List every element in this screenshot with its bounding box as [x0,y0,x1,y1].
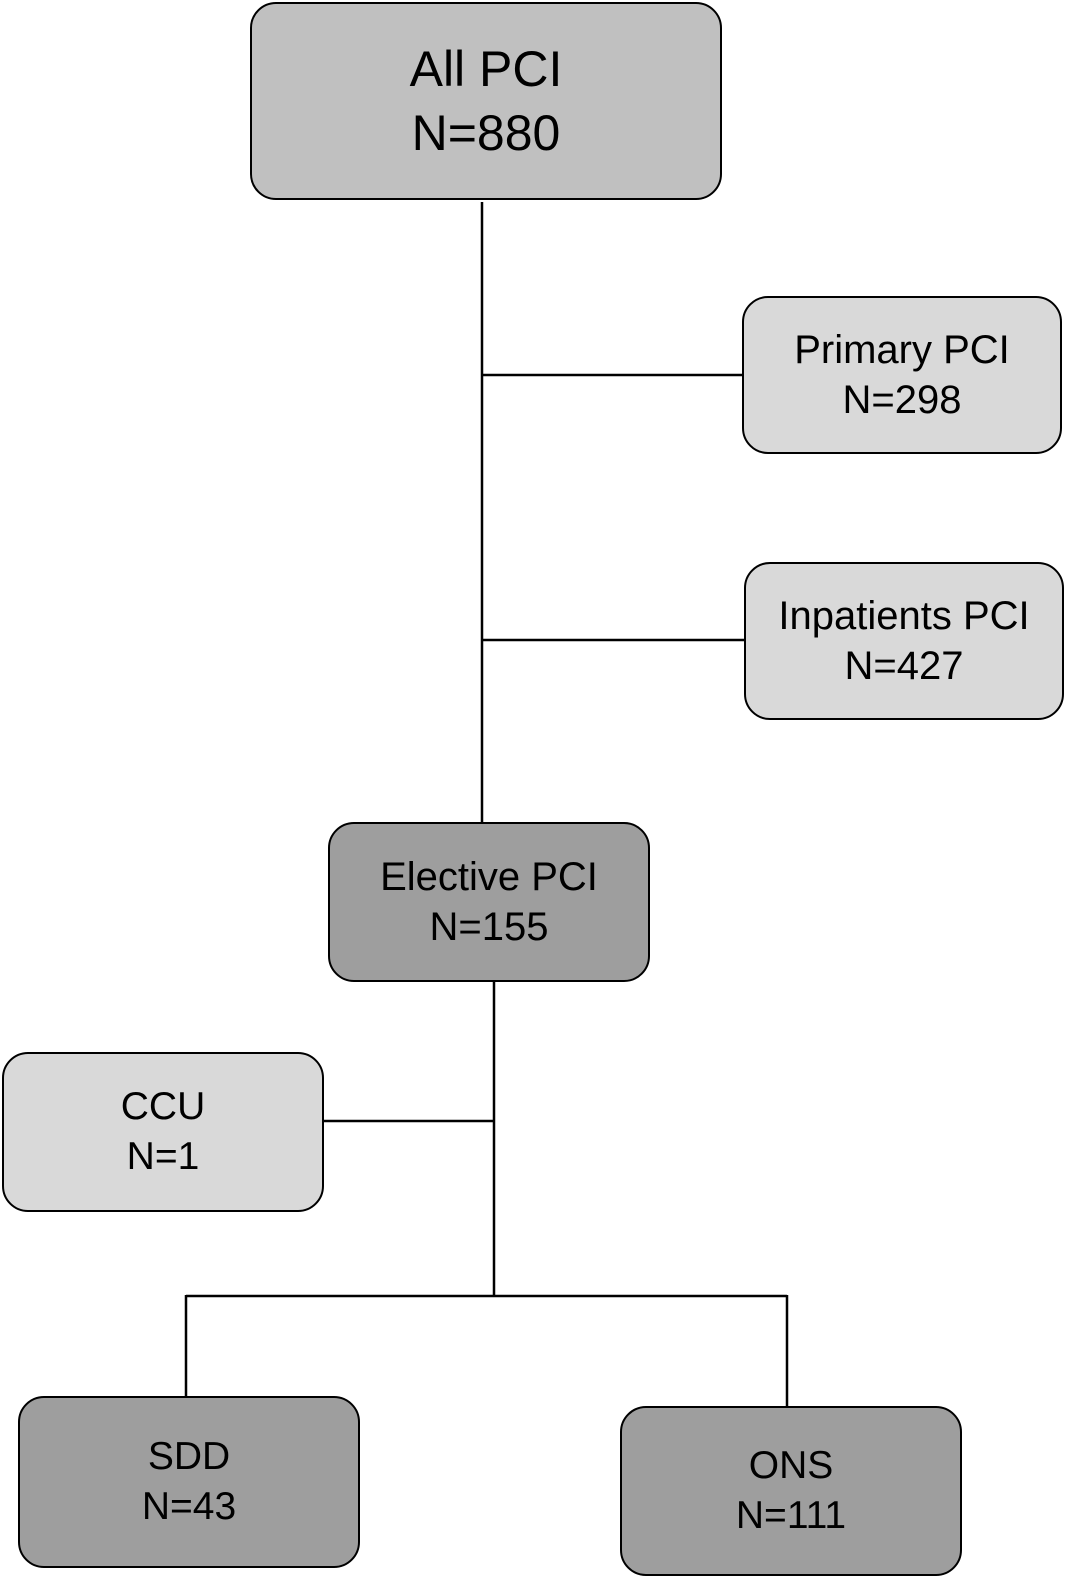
node-count: N=155 [429,905,549,949]
node-ons: ONS N=111 [620,1406,962,1576]
node-label: Elective PCI [380,855,598,899]
node-inpatients-pci: Inpatients PCI N=427 [744,562,1064,720]
node-count: N=298 [842,378,962,422]
node-count: N=1 [126,1135,200,1178]
node-count: N=43 [141,1485,237,1528]
node-label: All PCI [409,41,563,97]
node-label: SDD [147,1435,231,1478]
node-sdd: SDD N=43 [18,1396,360,1568]
node-label: Primary PCI [794,328,1010,372]
node-primary-pci: Primary PCI N=298 [742,296,1062,454]
node-elective-pci: Elective PCI N=155 [328,822,650,982]
node-count: N=880 [411,105,561,161]
node-label: Inpatients PCI [778,594,1030,638]
node-label: CCU [120,1085,206,1128]
node-ccu: CCU N=1 [2,1052,324,1212]
node-count: N=427 [844,644,964,688]
node-all-pci: All PCI N=880 [250,2,722,200]
node-label: ONS [748,1444,834,1487]
node-count: N=111 [735,1494,847,1537]
